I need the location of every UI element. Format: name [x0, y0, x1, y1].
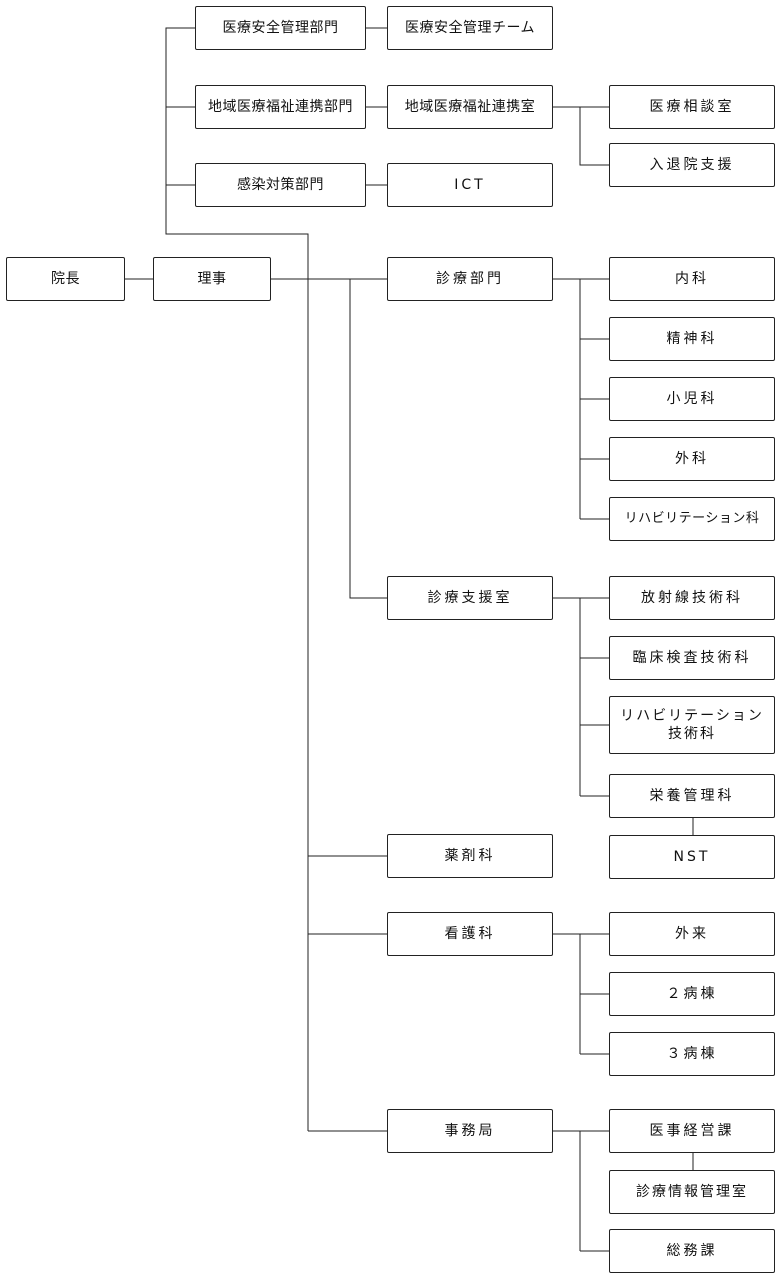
node-rehab-med: リハビリテーション科 — [609, 497, 775, 541]
node-board: 理事 — [153, 257, 271, 301]
node-internal-med: 内科 — [609, 257, 775, 301]
node-director: 院長 — [6, 257, 125, 301]
node-med-affairs: 医事経営課 — [609, 1109, 775, 1153]
node-ward3: ３病棟 — [609, 1032, 775, 1076]
node-psychiatry: 精神科 — [609, 317, 775, 361]
node-pediatrics: 小児科 — [609, 377, 775, 421]
node-ict: ICT — [387, 163, 553, 207]
node-med-info: 診療情報管理室 — [609, 1170, 775, 1214]
node-regional-dept: 地域医療福祉連携部門 — [195, 85, 366, 129]
node-general-affairs: 総務課 — [609, 1229, 775, 1273]
node-med-safety-team: 医療安全管理チーム — [387, 6, 553, 50]
node-admission-support: 入退院支援 — [609, 143, 775, 187]
node-clinical-lab: 臨床検査技術科 — [609, 636, 775, 680]
node-pharmacy: 薬剤科 — [387, 834, 553, 878]
node-clinical-dept: 診療部門 — [387, 257, 553, 301]
node-nursing: 看護科 — [387, 912, 553, 956]
node-regional-office: 地域医療福祉連携室 — [387, 85, 553, 129]
node-clinical-support: 診療支援室 — [387, 576, 553, 620]
node-rehab-tech: リハビリテーション 技術科 — [609, 696, 775, 754]
node-med-consult: 医療相談室 — [609, 85, 775, 129]
node-nst: NST — [609, 835, 775, 879]
node-infection-dept: 感染対策部門 — [195, 163, 366, 207]
node-outpatient: 外来 — [609, 912, 775, 956]
node-ward2: ２病棟 — [609, 972, 775, 1016]
node-admin-office: 事務局 — [387, 1109, 553, 1153]
node-nutrition: 栄養管理科 — [609, 774, 775, 818]
node-med-safety-dept: 医療安全管理部門 — [195, 6, 366, 50]
node-radiology: 放射線技術科 — [609, 576, 775, 620]
node-surgery: 外科 — [609, 437, 775, 481]
